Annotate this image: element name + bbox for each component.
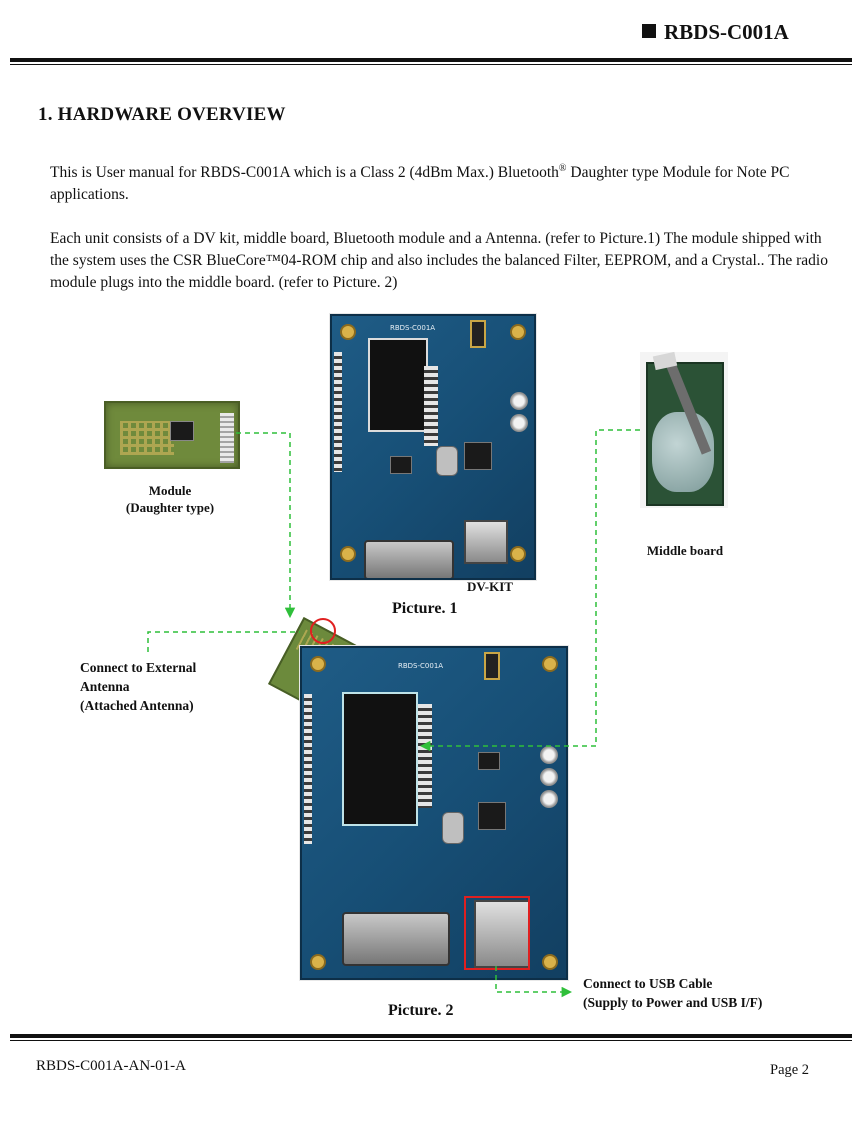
mount-hole	[510, 546, 526, 562]
module-socket	[368, 338, 428, 432]
mount-hole	[310, 656, 326, 672]
ic-chip	[390, 456, 412, 474]
intro-paragraph-1: This is User manual for RBDS-C001A which…	[50, 163, 790, 204]
capacitor	[540, 790, 558, 808]
usb-callout: Connect to USB Cable (Supply to Power an…	[583, 976, 763, 1010]
pin-header	[424, 366, 438, 446]
ic-chip	[464, 442, 492, 470]
crystal	[442, 812, 464, 844]
capacitor	[510, 414, 528, 432]
db9-connector	[364, 540, 454, 578]
antenna-callout: Connect to External Antenna (Attached An…	[80, 660, 197, 713]
ic-chip	[478, 752, 500, 770]
usb-highlight-box	[464, 896, 530, 970]
page-number: Page 2	[770, 1062, 810, 1078]
mount-hole	[340, 546, 356, 562]
db9-connector	[342, 912, 450, 966]
module-chip	[170, 421, 194, 441]
pin-header	[334, 352, 342, 472]
header-rule-thin	[10, 64, 852, 65]
module-pad-grid	[120, 421, 174, 455]
module-caption: Module (Daughter type)	[125, 483, 215, 515]
audio-jack	[470, 320, 486, 348]
section-title: 1. HARDWARE OVERVIEW	[38, 104, 286, 125]
mount-hole	[340, 324, 356, 340]
capacitor	[510, 392, 528, 410]
module-connector	[220, 413, 234, 463]
picture-1-caption: Picture. 1	[392, 600, 458, 617]
audio-jack	[484, 652, 500, 680]
module-socket	[342, 692, 418, 826]
dvkit-caption: DV-KIT	[467, 579, 513, 594]
middle-board-to-socket-arrow	[419, 429, 640, 752]
mount-hole	[542, 954, 558, 970]
mount-hole	[510, 324, 526, 340]
middle-board-image	[640, 351, 728, 508]
mount-hole	[542, 656, 558, 672]
usb-connector	[464, 520, 508, 564]
pin-header	[418, 704, 432, 808]
document-id: RBDS-C001A	[642, 20, 789, 45]
usb-leader-arrow	[495, 966, 573, 998]
module-image	[104, 401, 240, 469]
pin-header	[304, 694, 312, 844]
capacitor	[540, 746, 558, 764]
footer-rule-thin	[10, 1040, 852, 1041]
square-bullet-icon	[642, 24, 656, 38]
picture-2-caption: Picture. 2	[388, 1002, 454, 1019]
crystal	[436, 446, 458, 476]
mount-hole	[310, 954, 326, 970]
footer-rule	[10, 1034, 852, 1038]
antenna-highlight-circle	[310, 618, 336, 644]
board-silkscreen: RBDS-C001A	[390, 324, 436, 332]
footer-document-number: RBDS-C001A-AN-01-A	[36, 1058, 186, 1074]
module-to-board-arrow	[236, 432, 296, 619]
header-rule	[10, 58, 852, 62]
antenna-leader-line	[147, 631, 300, 652]
intro-paragraph-2: Each unit consists of a DV kit, middle b…	[50, 230, 828, 291]
board-silkscreen: RBDS-C001A	[398, 662, 444, 670]
dv-kit-board-image: RBDS-C001A	[330, 314, 536, 580]
assembled-board-image: RBDS-C001A	[300, 646, 568, 980]
capacitor	[540, 768, 558, 786]
ic-chip	[478, 802, 506, 830]
middle-board-caption: Middle board	[646, 543, 724, 558]
